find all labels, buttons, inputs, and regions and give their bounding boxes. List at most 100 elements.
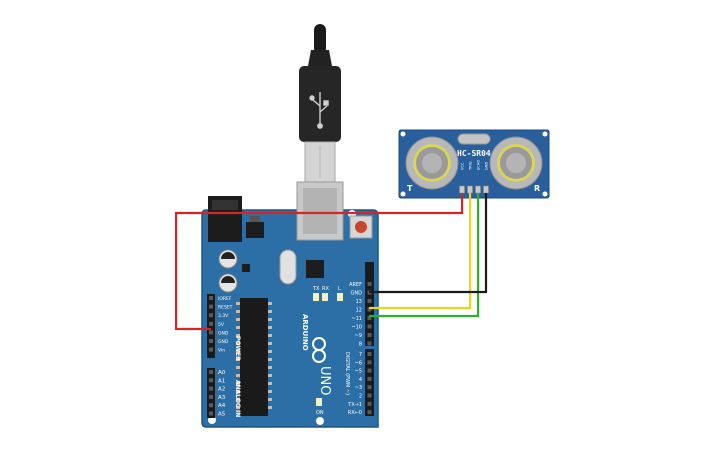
- power-pin-label: GND: [218, 330, 229, 336]
- digital-pin-label: ~11: [351, 316, 362, 322]
- power-pin-hole[interactable]: [209, 313, 213, 318]
- on-led: [316, 398, 322, 406]
- chip-pin: [268, 350, 272, 353]
- dc-barrel-jack-top: [212, 200, 238, 210]
- wire-trig-to-pin12[interactable]: [369, 193, 472, 310]
- digital-pin-label: ~6: [355, 360, 362, 366]
- chip-pin: [268, 358, 272, 361]
- digital-pin-hole[interactable]: [367, 368, 372, 373]
- digital-header-bottom: [365, 349, 374, 416]
- cable-strain-relief: [308, 50, 332, 66]
- mounting-hole: [542, 131, 548, 137]
- digital-pin-label: RX←0: [348, 410, 362, 416]
- wire-echo-to-pin11[interactable]: [369, 193, 480, 318]
- digital-pin-label: AREF: [349, 282, 362, 288]
- power-pin-hole[interactable]: [209, 296, 213, 300]
- digital-pin-hole[interactable]: [367, 316, 372, 320]
- chip-pin: [236, 310, 240, 313]
- usb-icon: [309, 92, 329, 129]
- digital-pin-hole[interactable]: [367, 401, 372, 406]
- digital-pin-hole[interactable]: [367, 333, 372, 337]
- l-label: L: [338, 286, 341, 292]
- capacitor-mark: [221, 276, 235, 283]
- receiver-transducer: [489, 136, 543, 190]
- wire-vcc-to-5v[interactable]: [174, 193, 464, 331]
- sensor-pin[interactable]: [475, 185, 481, 194]
- chip-pin: [268, 310, 272, 313]
- rx-label: RX: [322, 286, 329, 292]
- digital-pin-hole[interactable]: [367, 385, 372, 390]
- crystal-oscillator: [279, 249, 297, 285]
- digital-pin-label: ~5: [355, 369, 362, 375]
- analog-pin-hole[interactable]: [209, 386, 213, 391]
- mounting-hole: [400, 131, 406, 137]
- chip-pin: [236, 334, 240, 337]
- digital-pin-hole[interactable]: [367, 360, 372, 365]
- sensor-crystal: [457, 133, 491, 145]
- sensor-t-mark: T: [407, 184, 413, 193]
- digital-pin-label: 4: [359, 377, 362, 383]
- digital-pin-hole[interactable]: [367, 410, 372, 415]
- digital-pin-hole[interactable]: [367, 341, 372, 346]
- tx-led: [313, 293, 319, 301]
- digital-pin-label: TX→1: [347, 402, 362, 408]
- reset-button-cap[interactable]: [355, 221, 367, 233]
- mounting-hole: [316, 417, 324, 425]
- analog-pin-hole[interactable]: [209, 394, 213, 399]
- arduino-brand: ARDUINO: [301, 314, 309, 351]
- sensor-pin[interactable]: [459, 185, 465, 194]
- atmega328-chip: [240, 298, 268, 416]
- power-pin-hole[interactable]: [209, 330, 213, 335]
- sensor-pin-label: VCC: [460, 162, 464, 170]
- chip-pin: [268, 326, 272, 329]
- mounting-hole: [542, 191, 548, 197]
- usb-b-socket-inner: [303, 188, 337, 234]
- analog-pin-hole[interactable]: [209, 370, 213, 374]
- chip-pin: [236, 398, 240, 401]
- analog-header-title: ANALOG IN: [234, 380, 241, 417]
- analog-pin-label: A5: [218, 412, 226, 418]
- digital-pin-hole[interactable]: [367, 376, 372, 381]
- chip-pin: [268, 318, 272, 321]
- digital-pin-hole[interactable]: [367, 307, 372, 312]
- analog-pin-label: A3: [218, 395, 226, 401]
- digital-pin-label: 8: [359, 342, 362, 348]
- chip-pin: [268, 406, 272, 409]
- digital-pin-hole[interactable]: [367, 324, 372, 329]
- digital-pin-label: 13: [356, 299, 362, 305]
- chip-pin: [236, 390, 240, 393]
- power-pin-hole[interactable]: [209, 339, 213, 343]
- chip-pin: [268, 382, 272, 385]
- power-pin-hole[interactable]: [209, 321, 213, 326]
- power-pin-label: IOREF: [218, 296, 232, 302]
- digital-pin-hole[interactable]: [367, 282, 372, 286]
- chip-pin: [236, 326, 240, 329]
- analog-pin-hole[interactable]: [209, 378, 213, 383]
- chip-pin: [268, 334, 272, 337]
- sensor-pin[interactable]: [483, 185, 489, 194]
- wire-gnd-to-gnd[interactable]: [369, 193, 488, 294]
- digital-pin-label: GND: [351, 291, 363, 297]
- power-pin-hole[interactable]: [209, 304, 213, 309]
- power-pin-label: Vin: [218, 348, 225, 354]
- analog-pin-label: A4: [218, 403, 226, 409]
- chip-pin: [236, 358, 240, 361]
- digital-pin-hole[interactable]: [367, 393, 372, 398]
- digital-pin-hole[interactable]: [367, 352, 372, 356]
- power-pin-hole[interactable]: [209, 347, 213, 352]
- power-pin-label: 3.3V: [218, 313, 229, 319]
- digital-header-title: DIGITAL (PWM ~): [344, 352, 350, 395]
- power-header-title: POWER: [234, 336, 241, 361]
- arduino-uno-board: TX RX L ON ARDUINO UNO IOREFRESET3.3V5VG…: [201, 181, 379, 428]
- digital-pin-hole[interactable]: [367, 299, 372, 303]
- analog-pin-hole[interactable]: [209, 411, 213, 416]
- chip-pin: [268, 390, 272, 393]
- analog-header-pins: [209, 370, 213, 416]
- chip-pin: [236, 350, 240, 353]
- power-header: [207, 294, 215, 358]
- analog-pin-hole[interactable]: [209, 403, 213, 408]
- power-pin-label: RESET: [218, 305, 233, 311]
- sensor-pin[interactable]: [467, 185, 473, 194]
